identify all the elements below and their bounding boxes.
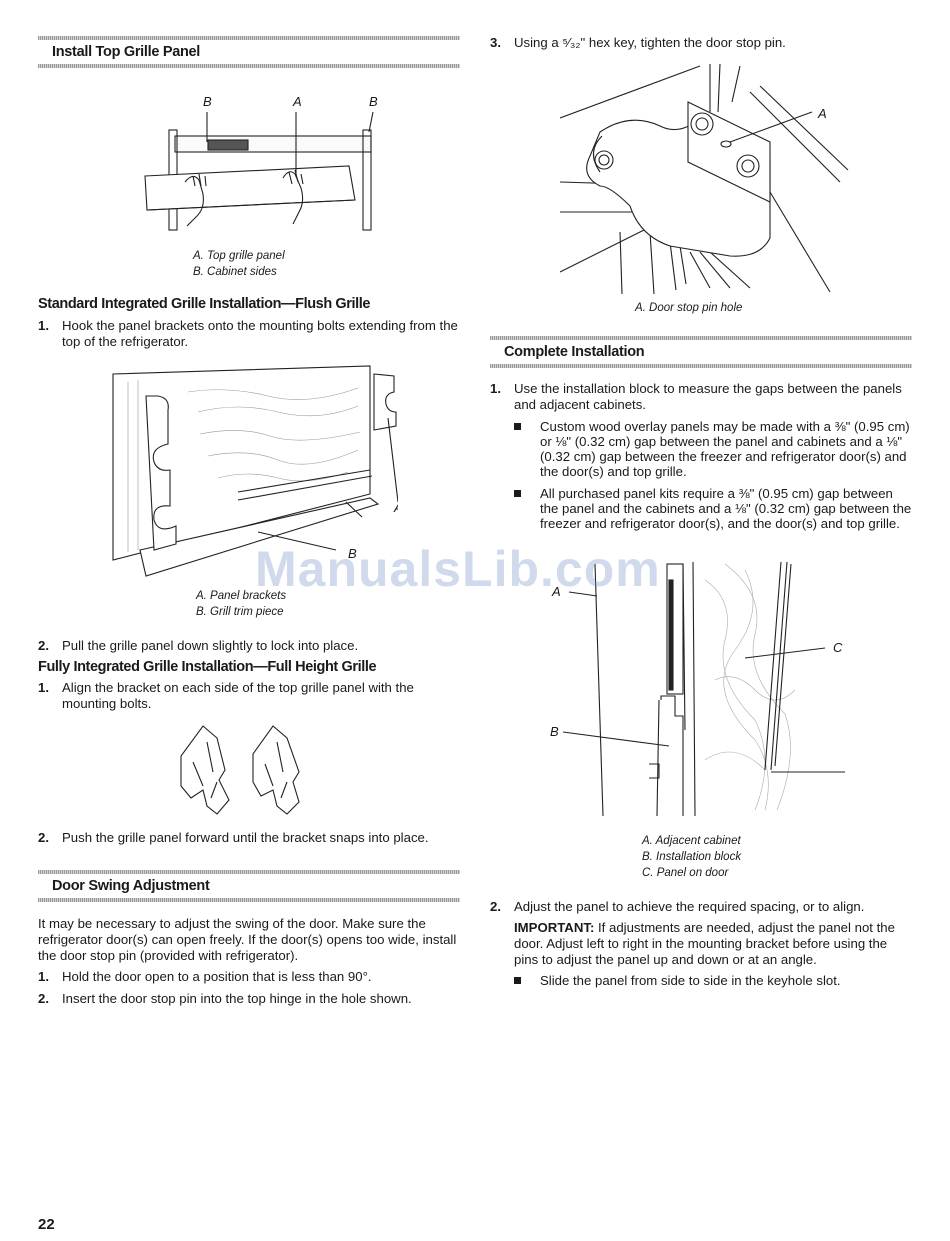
step-text: Using a ⁵⁄₃₂" hex key, tighten the door … (514, 35, 786, 50)
figure-label-a: A (551, 584, 561, 599)
complete-step-1: 1. Use the installation block to measure… (490, 381, 912, 413)
figure-label-b: B (348, 546, 357, 561)
step-number: 3. (490, 35, 501, 50)
grille-brackets-figure (180, 725, 300, 815)
watermark: ManualsLib.com (255, 541, 661, 597)
step-number: 1. (38, 680, 49, 695)
figure-label-b-right: B (369, 94, 378, 109)
caption-line: C. Panel on door (642, 867, 729, 879)
caption-line: B. Grill trim piece (196, 606, 284, 618)
section-title: Install Top Grille Panel (52, 44, 201, 60)
installation-gap-figure: A B C (550, 561, 845, 817)
door-stop-hinge-figure: A (560, 63, 849, 294)
subsection-title-full-height-grille: Fully Integrated Grille Installation—Ful… (38, 659, 377, 675)
full-step-2: 2. Push the grille panel forward until t… (38, 830, 460, 846)
section-rule-top (38, 870, 460, 874)
step-number: 1. (38, 318, 49, 333)
bullet-text: Custom wood overlay panels may be made w… (540, 419, 910, 479)
important-text: If adjustments are needed, adjust the pa… (514, 920, 895, 967)
caption-line: A. Door stop pin hole (635, 302, 743, 314)
flush-step-1: 1. Hook the panel brackets onto the moun… (38, 318, 460, 350)
step-text: Insert the door stop pin into the top hi… (62, 991, 412, 1006)
step-number: 2. (490, 899, 501, 914)
bullet-marker (514, 423, 521, 430)
flush-step-2: 2. Pull the grille panel down slightly t… (38, 638, 460, 654)
full-step-1: 1. Align the bracket on each side of the… (38, 680, 460, 712)
caption-line: A. Adjacent cabinet (642, 835, 741, 847)
step-text: Hold the door open to a position that is… (62, 969, 372, 984)
step-text: Align the bracket on each side of the to… (62, 680, 414, 711)
bullet-slide-panel: Slide the panel from side to side in the… (514, 973, 912, 988)
top-grille-panel-figure: B A B (144, 94, 378, 231)
step-number: 2. (38, 991, 49, 1006)
door-swing-step-2: 2. Insert the door stop pin into the top… (38, 991, 460, 1007)
important-note: IMPORTANT: If adjustments are needed, ad… (514, 920, 912, 968)
bullet-marker (514, 490, 521, 497)
section-rule-bottom (38, 898, 460, 902)
figure-label-b: B (550, 724, 559, 739)
complete-step-2: 2. Adjust the panel to achieve the requi… (490, 899, 912, 915)
step-text: Adjust the panel to achieve the required… (514, 899, 865, 914)
section-header-door-swing: Door Swing Adjustment (38, 870, 460, 902)
bullet-text: All purchased panel kits require a ⅜" (0… (540, 486, 912, 531)
step-number: 1. (38, 969, 49, 984)
subsection-title-flush-grille: Standard Integrated Grille Installation—… (38, 296, 371, 312)
figure-label-a: A (393, 500, 398, 515)
step-text: Use the installation block to measure th… (514, 381, 902, 412)
bullet-purchased-kits: All purchased panel kits require a ⅜" (0… (514, 486, 912, 531)
caption-line: B. Installation block (642, 851, 742, 863)
bullet-marker (514, 977, 521, 984)
section-rule-top (490, 336, 912, 340)
figure-label-a: A (292, 94, 302, 109)
door-swing-intro: It may be necessary to adjust the swing … (38, 916, 457, 963)
step-number: 2. (38, 830, 49, 845)
step-text: Pull the grille panel down slightly to l… (62, 638, 359, 653)
figure-label-b-left: B (203, 94, 212, 109)
section-header-complete-installation: Complete Installation (490, 336, 912, 368)
panel-brackets-figure: A B (112, 365, 398, 577)
important-label: IMPORTANT: (514, 920, 595, 935)
step-text: Hook the panel brackets onto the mountin… (62, 318, 458, 349)
section-rule-bottom (490, 364, 912, 368)
top-grille-caption: A. Top grille panel B. Cabinet sides (193, 248, 285, 280)
hinge-caption: A. Door stop pin hole (635, 300, 742, 316)
section-rule-top (38, 36, 460, 40)
figure-label-a: A (817, 106, 827, 121)
door-swing-step-1: 1. Hold the door open to a position that… (38, 969, 460, 985)
installation-gap-caption: A. Adjacent cabinet B. Installation bloc… (642, 833, 741, 881)
figure-label-c: C (833, 640, 843, 655)
section-header-install-top-grille: Install Top Grille Panel (38, 36, 460, 68)
panel-brackets-caption: A. Panel brackets B. Grill trim piece (196, 588, 286, 620)
section-title: Complete Installation (504, 344, 645, 360)
section-title: Door Swing Adjustment (52, 878, 210, 894)
bullet-custom-wood: Custom wood overlay panels may be made w… (514, 419, 912, 479)
page-number: 22 (38, 1216, 55, 1233)
step-number: 1. (490, 381, 501, 396)
caption-line: B. Cabinet sides (193, 266, 277, 278)
step-text: Push the grille panel forward until the … (62, 830, 429, 845)
caption-line: A. Panel brackets (196, 590, 287, 602)
bullet-text: Slide the panel from side to side in the… (540, 973, 841, 988)
step-number: 2. (38, 638, 49, 653)
hinge-step-3: 3. Using a ⁵⁄₃₂" hex key, tighten the do… (490, 35, 912, 51)
caption-line: A. Top grille panel (193, 250, 285, 262)
section-rule-bottom (38, 64, 460, 68)
